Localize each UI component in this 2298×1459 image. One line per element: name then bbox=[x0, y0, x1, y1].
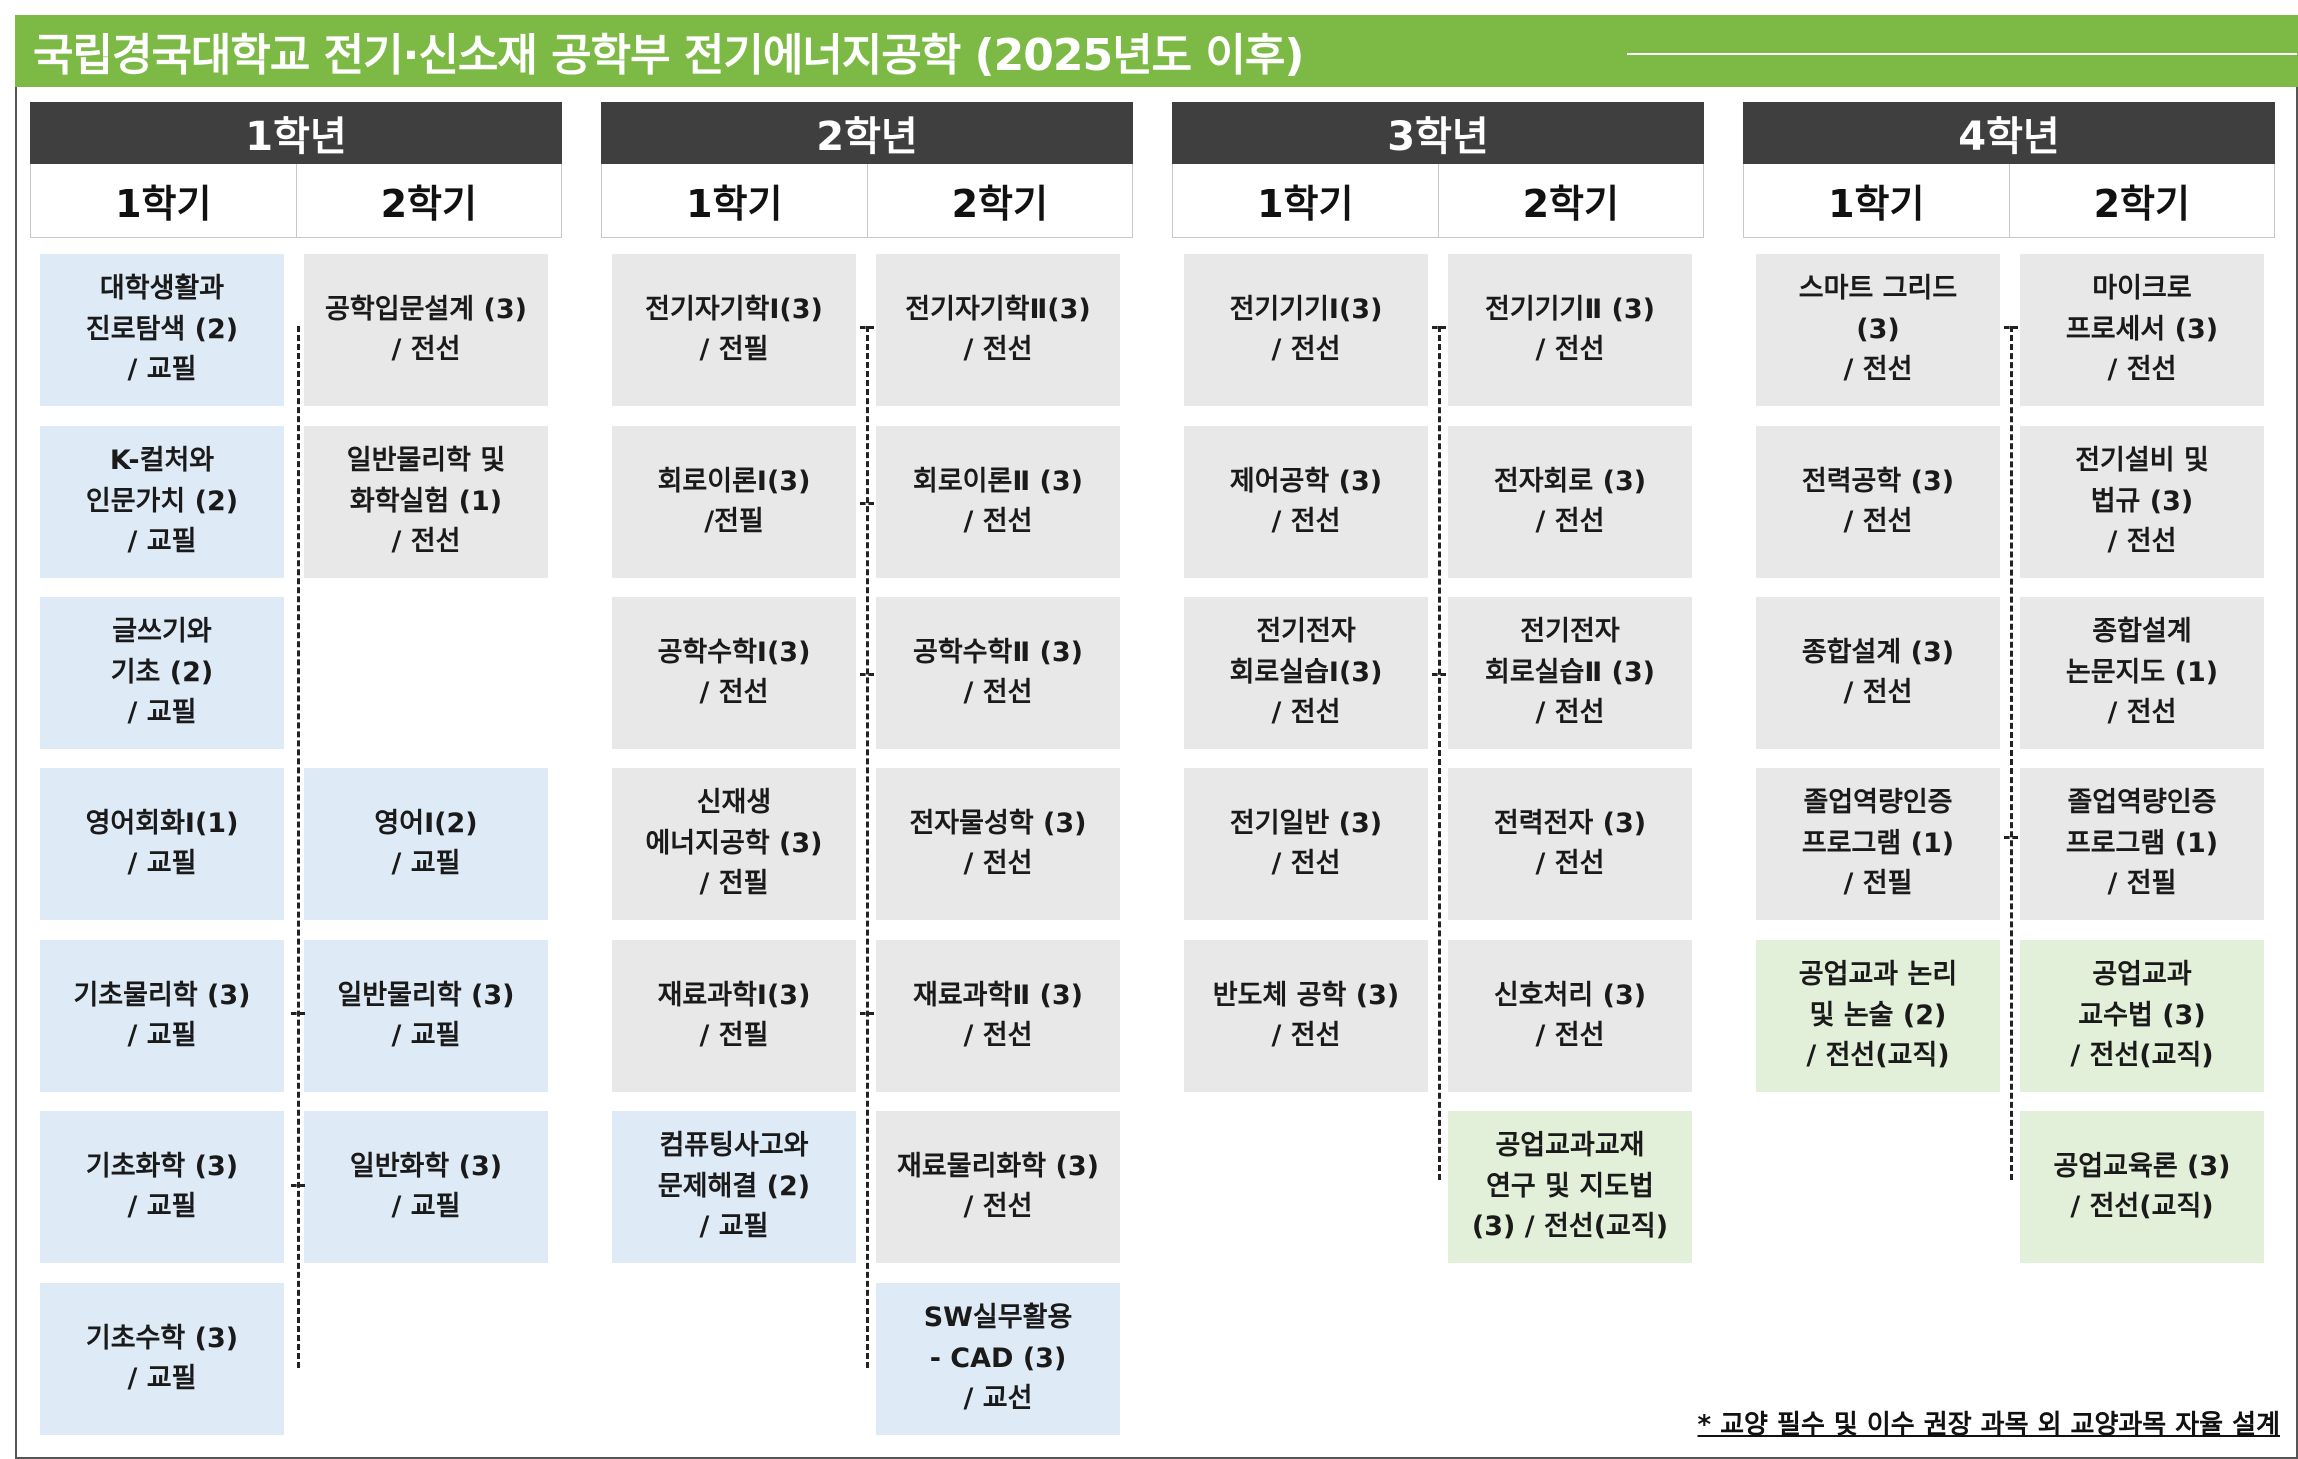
connector-tick bbox=[1432, 673, 1446, 676]
prerequisite-connector bbox=[1438, 326, 1441, 1180]
semester-header: 2학기 bbox=[295, 164, 562, 237]
connector-tick bbox=[860, 673, 874, 676]
year-header-2: 2학년 bbox=[601, 102, 1133, 164]
course-box: 기초화학 (3) / 교필 bbox=[40, 1111, 284, 1263]
semester-header: 1학기 bbox=[115, 182, 212, 226]
course-box: 전기일반 (3) / 전선 bbox=[1184, 768, 1428, 920]
course-box: 재료과학Ⅰ(3) / 전필 bbox=[612, 940, 856, 1092]
course-box: 재료물리화학 (3) / 전선 bbox=[876, 1111, 1120, 1263]
connector-tick bbox=[860, 326, 874, 329]
course-box: 졸업역량인증 프로그램 (1) / 전필 bbox=[2020, 768, 2264, 920]
course-box: 공업교육론 (3) / 전선(교직) bbox=[2020, 1111, 2264, 1263]
course-box: 컴퓨팅사고와 문제해결 (2) / 교필 bbox=[612, 1111, 856, 1263]
connector-tick bbox=[860, 502, 874, 505]
connector-tick bbox=[860, 1012, 874, 1015]
course-box: 글쓰기와 기초 (2) / 교필 bbox=[40, 597, 284, 749]
course-box: 전자물성학 (3) / 전선 bbox=[876, 768, 1120, 920]
semester-header: 2학기 bbox=[2008, 164, 2275, 237]
course-box: 일반화학 (3) / 교필 bbox=[304, 1111, 548, 1263]
course-box: 스마트 그리드 (3) / 전선 bbox=[1756, 254, 2000, 406]
semester-header: 2학기 bbox=[1437, 164, 1704, 237]
course-box: 전력전자 (3) / 전선 bbox=[1448, 768, 1692, 920]
prerequisite-connector bbox=[2010, 326, 2013, 1180]
year-header-1: 1학년 bbox=[30, 102, 562, 164]
course-box: 공학수학Ⅱ (3) / 전선 bbox=[876, 597, 1120, 749]
course-box: 전기자기학Ⅰ(3) / 전필 bbox=[612, 254, 856, 406]
course-box: 전기전자 회로실습Ⅱ (3) / 전선 bbox=[1448, 597, 1692, 749]
course-box: K-컬처와 인문가치 (2) / 교필 bbox=[40, 426, 284, 578]
course-box: 공학입문설계 (3) / 전선 bbox=[304, 254, 548, 406]
course-box: 공업교과 논리 및 논술 (2) / 전선(교직) bbox=[1756, 940, 2000, 1092]
course-box: 전기자기학Ⅱ(3) / 전선 bbox=[876, 254, 1120, 406]
prerequisite-connector bbox=[866, 326, 869, 1368]
course-box: 신호처리 (3) / 전선 bbox=[1448, 940, 1692, 1092]
course-box: 공업교과교재 연구 및 지도법 (3) / 전선(교직) bbox=[1448, 1111, 1692, 1263]
title-rule bbox=[1627, 53, 2297, 55]
curriculum-frame bbox=[15, 87, 2298, 1459]
course-box: 회로이론Ⅱ (3) / 전선 bbox=[876, 426, 1120, 578]
footnote: * 교양 필수 및 이수 권장 과목 외 교양과목 자율 설계 bbox=[1697, 1410, 2280, 1440]
course-box: 회로이론Ⅰ(3) /전필 bbox=[612, 426, 856, 578]
semester-row-2: 1학기 2학기 bbox=[601, 164, 1133, 238]
course-box: 전기설비 및 법규 (3) / 전선 bbox=[2020, 426, 2264, 578]
course-box: 제어공학 (3) / 전선 bbox=[1184, 426, 1428, 578]
course-box: 종합설계 논문지도 (1) / 전선 bbox=[2020, 597, 2264, 749]
year-header-4: 4학년 bbox=[1743, 102, 2275, 164]
connector-tick bbox=[2004, 326, 2018, 329]
course-box: SW실무활용 - CAD (3) / 교선 bbox=[876, 1283, 1120, 1435]
course-box: 일반물리학 및 화학실험 (1) / 전선 bbox=[304, 426, 548, 578]
course-box: 대학생활과 진로탐색 (2) / 교필 bbox=[40, 254, 284, 406]
semester-row-3: 1학기 2학기 bbox=[1172, 164, 1704, 238]
course-box: 전기기기Ⅱ (3) / 전선 bbox=[1448, 254, 1692, 406]
year-header-3: 3학년 bbox=[1172, 102, 1704, 164]
course-box: 일반물리학 (3) / 교필 bbox=[304, 940, 548, 1092]
course-box: 기초물리학 (3) / 교필 bbox=[40, 940, 284, 1092]
course-box: 전자회로 (3) / 전선 bbox=[1448, 426, 1692, 578]
semester-row-4: 1학기 2학기 bbox=[1743, 164, 2275, 238]
course-box: 반도체 공학 (3) / 전선 bbox=[1184, 940, 1428, 1092]
course-box: 종합설계 (3) / 전선 bbox=[1756, 597, 2000, 749]
course-box: 전력공학 (3) / 전선 bbox=[1756, 426, 2000, 578]
course-box: 공업교과 교수법 (3) / 전선(교직) bbox=[2020, 940, 2264, 1092]
course-box: 기초수학 (3) / 교필 bbox=[40, 1283, 284, 1435]
connector-tick bbox=[2004, 836, 2018, 839]
title-bar: 국립경국대학교 전기·신소재 공학부 전기에너지공학 (2025년도 이후) bbox=[15, 15, 2298, 87]
semester-header: 2학기 bbox=[866, 164, 1133, 237]
connector-tick bbox=[291, 1184, 305, 1187]
prerequisite-connector bbox=[297, 326, 300, 1368]
course-box: 재료과학Ⅱ (3) / 전선 bbox=[876, 940, 1120, 1092]
course-box: 영어회화Ⅰ(1) / 교필 bbox=[40, 768, 284, 920]
semester-row-1: 1학기 2학기 bbox=[30, 164, 562, 238]
page-title: 국립경국대학교 전기·신소재 공학부 전기에너지공학 (2025년도 이후) bbox=[33, 30, 1304, 81]
connector-tick bbox=[1432, 326, 1446, 329]
semester-header: 1학기 bbox=[686, 182, 783, 226]
course-box: 졸업역량인증 프로그램 (1) / 전필 bbox=[1756, 768, 2000, 920]
course-box: 공학수학Ⅰ(3) / 전선 bbox=[612, 597, 856, 749]
semester-header: 1학기 bbox=[1257, 182, 1354, 226]
semester-header: 1학기 bbox=[1828, 182, 1925, 226]
course-box: 신재생 에너지공학 (3) / 전필 bbox=[612, 768, 856, 920]
course-box: 영어Ⅰ(2) / 교필 bbox=[304, 768, 548, 920]
course-box: 전기기기Ⅰ(3) / 전선 bbox=[1184, 254, 1428, 406]
course-box: 전기전자 회로실습Ⅰ(3) / 전선 bbox=[1184, 597, 1428, 749]
connector-tick bbox=[291, 1012, 305, 1015]
course-box: 마이크로 프로세서 (3) / 전선 bbox=[2020, 254, 2264, 406]
